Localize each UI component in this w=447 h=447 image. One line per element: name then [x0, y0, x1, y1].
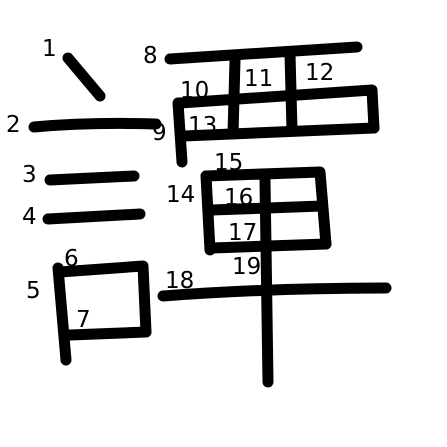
stroke-number-10: 10 — [180, 78, 209, 104]
stroke-number-6: 6 — [64, 246, 79, 272]
stroke-number-12: 12 — [305, 60, 334, 86]
stroke-number-17: 17 — [228, 220, 257, 246]
stroke-2 — [28, 117, 162, 133]
stroke-number-7: 7 — [76, 307, 91, 333]
stroke-number-5: 5 — [26, 278, 41, 304]
stroke-number-4: 4 — [22, 204, 37, 230]
stroke-11 — [227, 54, 241, 140]
stroke-1 — [62, 52, 106, 102]
stroke-12 — [284, 48, 298, 136]
stroke-19 — [259, 174, 274, 388]
stroke-number-18: 18 — [165, 268, 194, 294]
stroke-18 — [157, 282, 392, 302]
stroke-number-13: 13 — [188, 113, 217, 139]
stroke-number-14: 14 — [166, 182, 195, 208]
stroke-6 — [54, 260, 152, 338]
stroke-number-8: 8 — [143, 43, 158, 69]
stroke-number-11: 11 — [244, 66, 273, 92]
stroke-number-3: 3 — [22, 162, 37, 188]
stroke-4 — [42, 208, 146, 225]
stroke-number-9: 9 — [152, 120, 167, 146]
stroke-number-19: 19 — [232, 254, 261, 280]
stroke-number-15: 15 — [214, 150, 243, 176]
stroke-number-2: 2 — [6, 112, 21, 138]
stroke-8 — [164, 41, 363, 65]
stroke-5 — [52, 262, 72, 366]
stroke-number-1: 1 — [42, 36, 57, 62]
stroke-7 — [64, 326, 152, 341]
stroke-10 — [174, 84, 380, 134]
stroke-15 — [200, 166, 332, 250]
stroke-3 — [44, 170, 140, 186]
stroke-13 — [178, 122, 380, 142]
stroke-number-16: 16 — [224, 185, 253, 211]
